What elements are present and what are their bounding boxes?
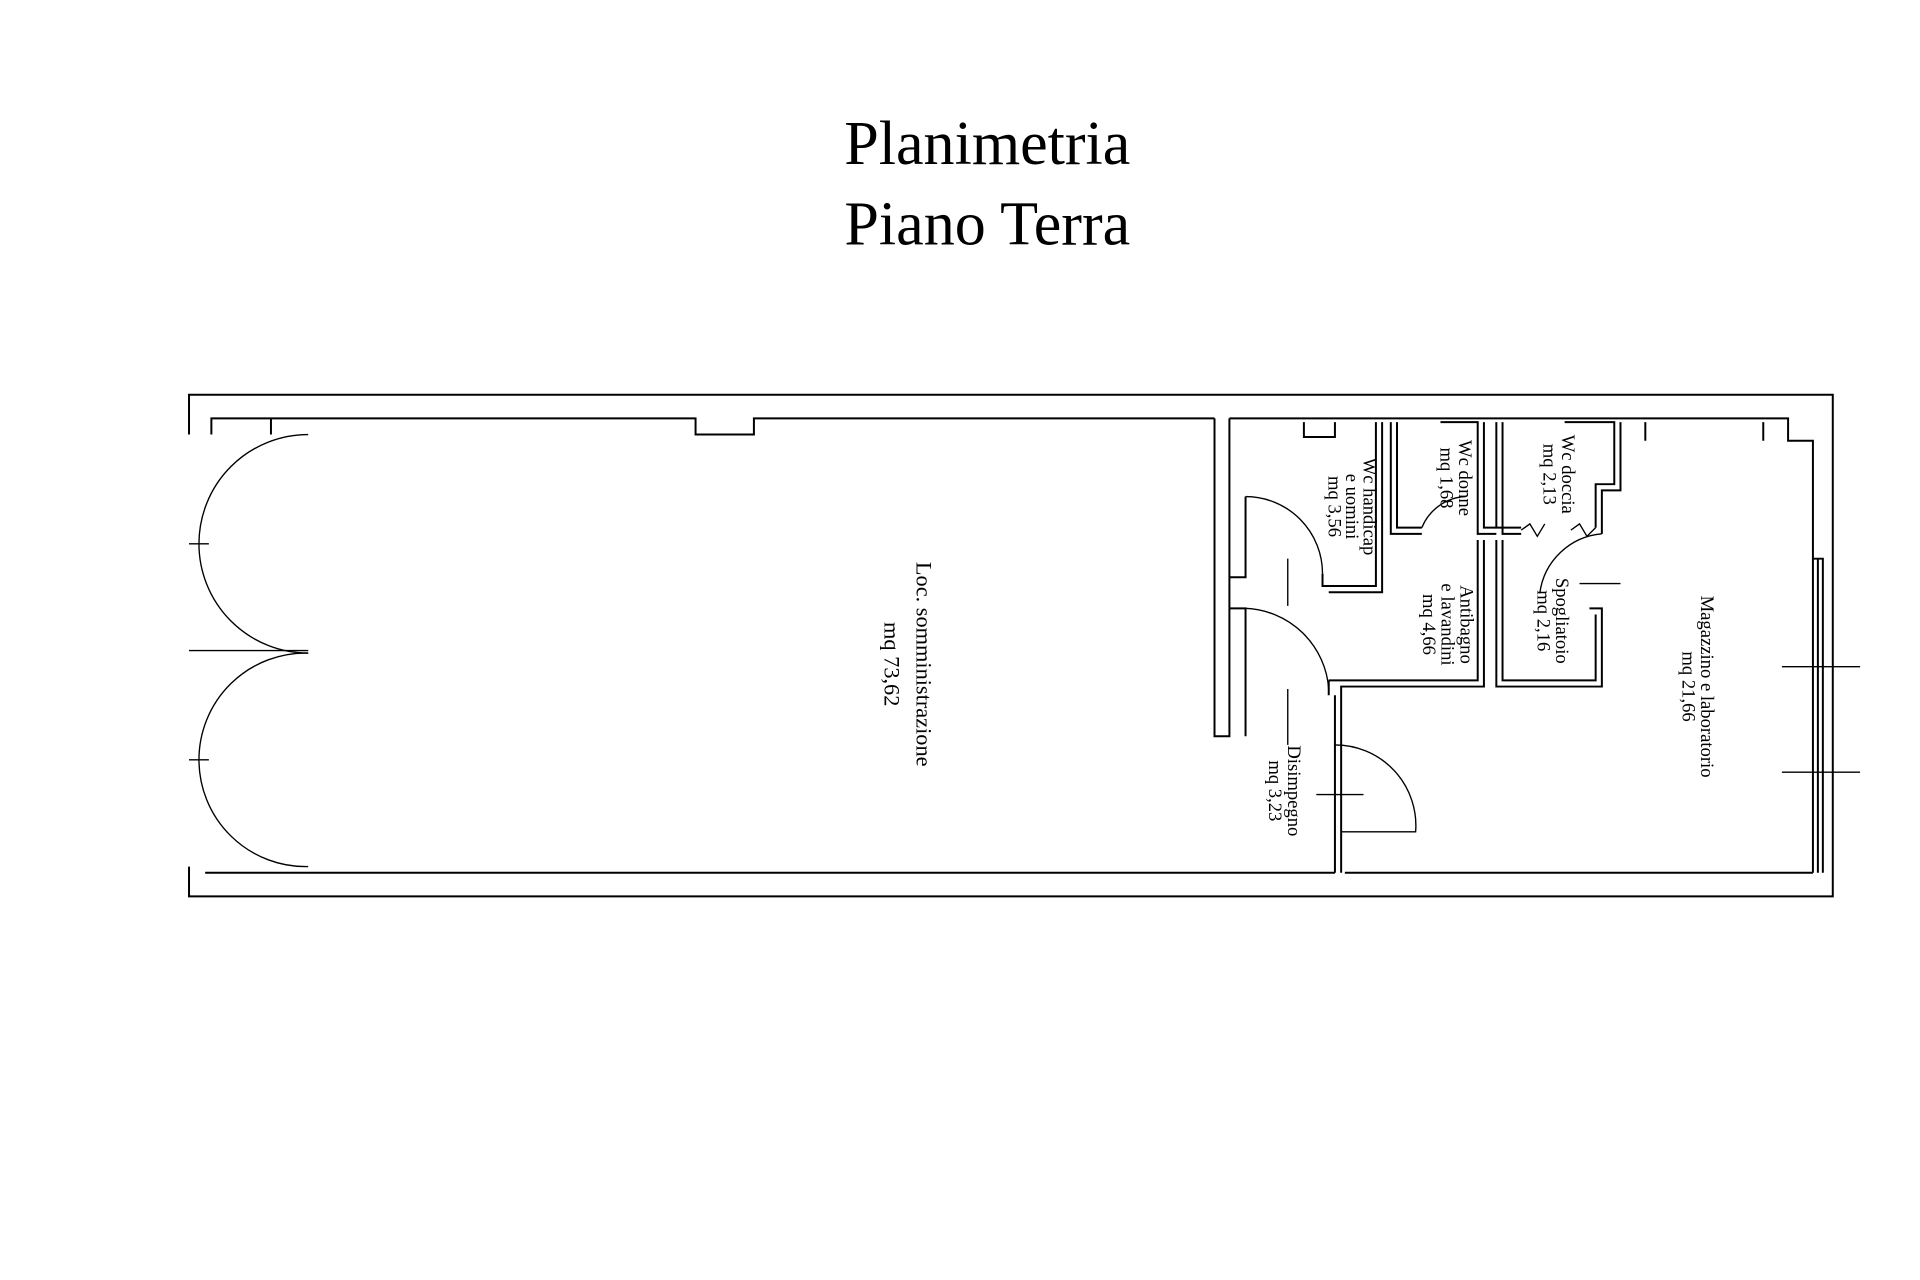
title-line-1: Planimetria: [844, 110, 1130, 178]
title-line-2: Piano Terra: [844, 191, 1130, 259]
room-name: Wc doccia: [1557, 435, 1578, 514]
room-labels: Loc. somministrazione mq 73,62 Wc handic…: [879, 435, 1717, 837]
room-name: Antibagno: [1455, 585, 1476, 664]
room-name-2: e lavandini: [1437, 583, 1458, 665]
room-area: mq 3,23: [1264, 760, 1285, 821]
room-name: Loc. somministrazione: [912, 562, 937, 767]
doors: [189, 433, 1861, 868]
room-area: mq 73,62: [879, 622, 904, 706]
room-area: mq 2,13: [1539, 444, 1560, 505]
room-name: Spogliatoio: [1551, 578, 1572, 664]
room-area: mq 21,66: [1678, 651, 1699, 721]
room-area: mq 1,68: [1435, 447, 1456, 508]
walls: [188, 393, 1834, 898]
room-name: Wc handicap: [1358, 458, 1379, 556]
room-area: mq 2,16: [1532, 590, 1553, 651]
room-name: Disimpegno: [1283, 745, 1304, 836]
room-area: mq 4,66: [1418, 594, 1439, 655]
room-area: mq 3,56: [1324, 476, 1345, 537]
room-name: Magazzino e laboratorio: [1696, 596, 1717, 778]
room-name: Wc donne: [1454, 440, 1475, 516]
room-name-2: e uomini: [1341, 474, 1362, 540]
